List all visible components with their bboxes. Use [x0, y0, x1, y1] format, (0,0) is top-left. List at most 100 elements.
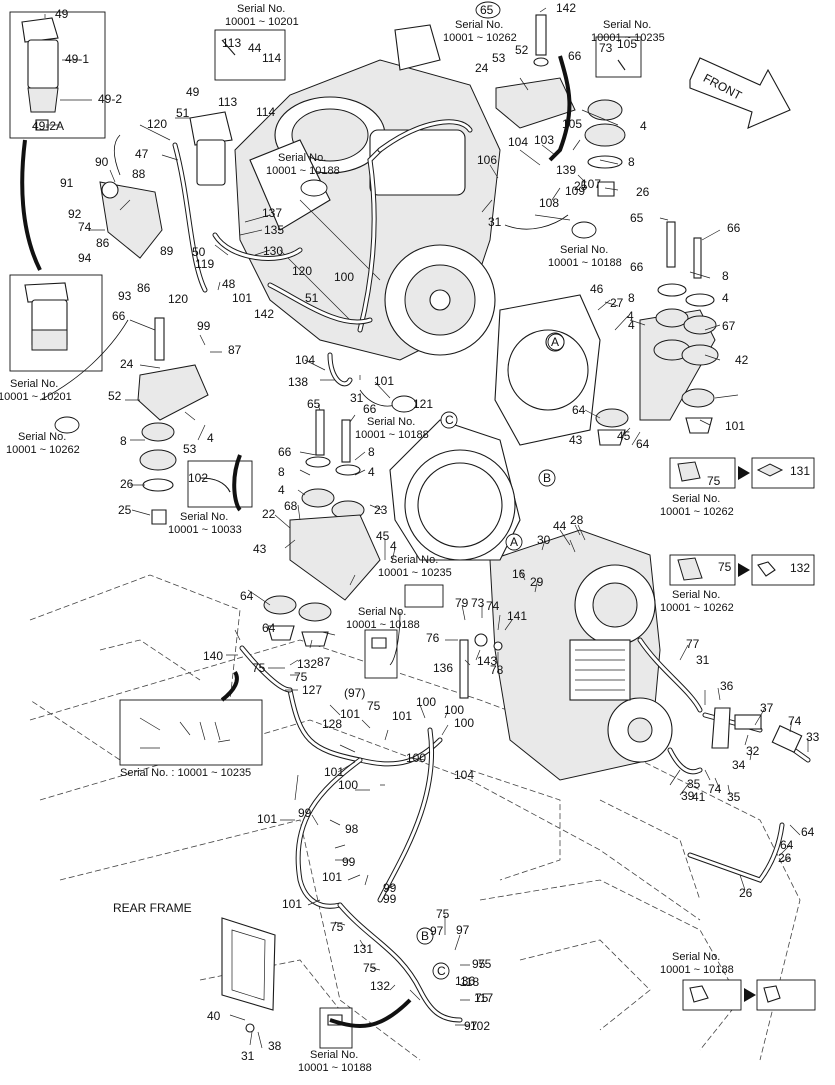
part-callout: 4: [278, 483, 285, 497]
part-callout: 99: [197, 319, 211, 333]
part-callout: 74: [708, 782, 722, 796]
part-callout: 93: [118, 289, 132, 303]
engine-mount-bracket-right: [595, 221, 719, 446]
part-callout: 99: [342, 855, 356, 869]
part-callout: 104: [508, 135, 528, 149]
part-callout: 87: [228, 343, 242, 357]
part-callout: 78: [490, 663, 504, 677]
serial-note-title: Serial No.: [672, 493, 720, 505]
part-callout: 100: [454, 716, 474, 730]
serial-note-range: 10001 ~ 10188: [548, 257, 622, 269]
part-callout: 136: [433, 661, 453, 675]
part-callout: 26: [778, 851, 792, 865]
part-callout: 139: [556, 163, 576, 177]
part-callout: 25: [574, 179, 588, 193]
part-callout: 65: [307, 397, 321, 411]
part-callout: 48: [222, 277, 236, 291]
serial-note-title: Serial No.: [672, 589, 720, 601]
part-callout: 119: [195, 257, 214, 271]
part-callout: 97: [430, 924, 444, 938]
inset-box-73-105: [595, 36, 642, 78]
part-callout: 66: [727, 221, 741, 235]
part-callout: 64: [572, 403, 586, 417]
part-callout: 101: [282, 897, 302, 911]
part-callout: 27: [610, 296, 624, 310]
part-callout: 104: [295, 353, 315, 367]
part-callout: 24: [120, 357, 134, 371]
part-callout: 8: [628, 291, 635, 305]
part-callout: 86: [137, 281, 151, 295]
part-callout: 4: [207, 431, 214, 445]
part-callout: 114: [256, 105, 275, 119]
serial-note-title: Serial No.: [278, 152, 326, 164]
part-callout: 102: [470, 1019, 490, 1033]
part-callout: 51: [176, 106, 190, 120]
transmission-assembly: [389, 419, 673, 781]
part-callout: 74: [486, 599, 500, 613]
part-callout: 4: [627, 309, 634, 323]
part-callout: 43: [569, 433, 583, 447]
rear-frame-label: REAR FRAME: [113, 901, 192, 915]
circled-callouts: [54, 1, 597, 980]
part-callout: 86: [96, 236, 110, 250]
part-callout: 101: [232, 291, 252, 305]
part-callout: 118: [460, 975, 479, 989]
part-callout: 33: [806, 730, 820, 744]
part-callout: 39: [681, 789, 695, 803]
part-callout: 105: [562, 117, 582, 131]
part-callout: 107: [581, 177, 601, 191]
part-callout: 100: [338, 778, 358, 792]
serial-note-title: Serial No.: [560, 244, 608, 256]
part-callout: 99: [383, 881, 397, 895]
part-callout: 8: [628, 155, 635, 169]
part-callout: 132: [297, 657, 317, 671]
serial-note-range: 10001 ~ 10262: [443, 32, 517, 44]
part-callout: 100: [334, 270, 354, 284]
serial-note-title: Serial No.: [10, 378, 58, 390]
part-callout: 128: [322, 717, 342, 731]
part-callout: 73: [599, 41, 613, 55]
part-callout: 101: [324, 765, 344, 779]
part-callout: 75: [363, 961, 377, 975]
serial-note-title: Serial No.: [672, 951, 720, 963]
serial-note-title: Serial No.: [367, 416, 415, 428]
inset-box-102: [364, 629, 398, 679]
marker-c: C: [437, 964, 446, 978]
serial-note-title: Serial No.: [237, 3, 285, 15]
part-callout: 99: [383, 892, 397, 906]
part-callout: 74: [78, 220, 92, 234]
part-callout: 97: [456, 923, 470, 937]
marker-a: A: [551, 335, 559, 349]
part-callout: 45: [376, 529, 390, 543]
part-callout: 104: [454, 768, 474, 782]
part-callout: 77: [686, 637, 700, 651]
part-callout: 4: [390, 539, 397, 553]
part-callout: 95: [472, 957, 486, 971]
part-callout: 64: [801, 825, 815, 839]
part-callout: 50: [192, 245, 206, 259]
serial-note-title: Serial No.: [180, 511, 228, 523]
part-callout: 66: [363, 402, 377, 416]
part-callout: 66: [630, 260, 644, 274]
part-callout: 114: [262, 51, 281, 65]
inset-box-64-after: [751, 457, 815, 489]
arrow-icon: [738, 466, 756, 1002]
serial-note-range: 10001 ~ 10262: [6, 444, 80, 456]
part-callout: 91: [60, 176, 74, 190]
serial-note-range: 10001 ~ 10188: [346, 619, 420, 631]
part-callout: 26: [636, 185, 650, 199]
part-callout: 67: [722, 319, 736, 333]
part-callout: 120: [168, 292, 188, 306]
part-callout: 130: [263, 244, 283, 258]
part-callout: 79: [455, 596, 469, 610]
part-callout: 8: [278, 465, 285, 479]
part-callout: 102: [188, 471, 208, 485]
part-callout: 121: [413, 397, 433, 411]
part-callout: 53: [492, 51, 506, 65]
part-callout: 52: [108, 389, 122, 403]
part-callout: 135: [264, 223, 284, 237]
part-callout: 120: [292, 264, 312, 278]
part-callout: 44: [553, 519, 567, 533]
serial-note-range: 10001 ~ 10188: [660, 964, 734, 976]
part-callout: 99: [298, 806, 312, 820]
